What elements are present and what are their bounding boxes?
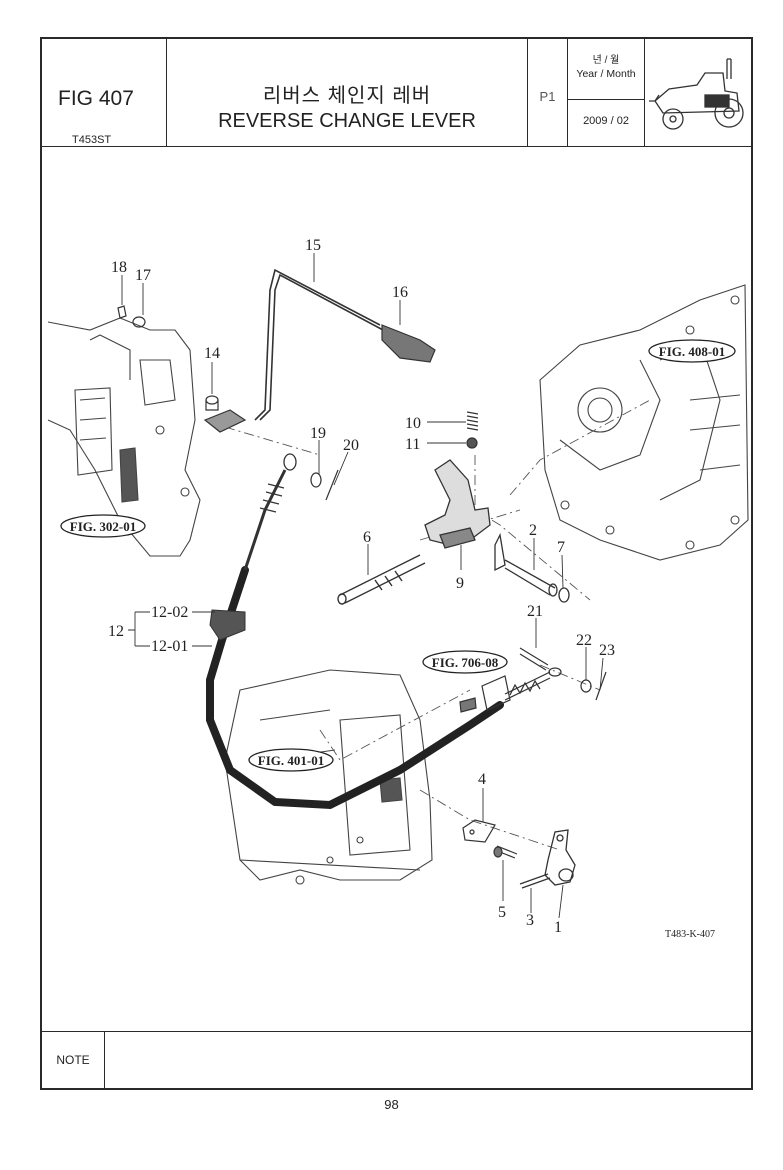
callout-7: 7 <box>557 539 565 556</box>
fig-ref-408-oval <box>648 339 736 363</box>
part-15-lever <box>254 268 384 421</box>
dashed-leaders <box>224 399 651 851</box>
callout-5: 5 <box>498 904 506 921</box>
callout-12-02: 12-02 <box>151 604 188 621</box>
callout-1: 1 <box>554 919 562 936</box>
page-code-cell: P1 <box>528 39 568 146</box>
parts-21-22-23 <box>519 647 607 701</box>
fig-ref-408[interactable]: FIG. 408-01 <box>659 344 725 359</box>
note-row: NOTE <box>42 1031 751 1088</box>
fig-number: FIG 407 <box>58 87 134 110</box>
callout-12: 12 <box>108 623 124 640</box>
figure-references <box>60 339 736 772</box>
part-6-shaft <box>337 554 426 605</box>
callout-12-01: 12-01 <box>151 638 188 655</box>
page-frame: FIG 407 T453ST 리버스 체인지 레버 REVERSE CHANGE… <box>40 37 753 1090</box>
date-cell: 년 / 월 Year / Month 2009 / 02 <box>568 39 645 146</box>
parts-19-20 <box>310 469 339 501</box>
callout-10: 10 <box>405 415 421 432</box>
lower-housing <box>224 669 433 885</box>
fig-ref-302[interactable]: FIG. 302-01 <box>70 519 136 534</box>
part-12-cable <box>206 453 504 810</box>
parts-2-7 <box>494 532 570 603</box>
parts-17-18 <box>117 305 146 328</box>
figure-reference-labels: FIG. 302-01 FIG. 408-01 FIG. 706-08 FIG.… <box>70 344 725 768</box>
date-label-korean: 년 / 월 <box>592 55 620 66</box>
callout-3: 3 <box>526 912 534 929</box>
parts-1-3 <box>519 829 576 889</box>
fig-cell: FIG 407 T453ST <box>42 39 167 146</box>
tractor-thumbnail-cell <box>645 39 753 146</box>
callout-17: 17 <box>135 267 151 284</box>
part-9-fork <box>424 459 491 549</box>
callout-15: 15 <box>305 237 321 254</box>
title-cell: 리버스 체인지 레버 REVERSE CHANGE LEVER <box>167 39 528 146</box>
fig-ref-706-oval <box>422 650 508 674</box>
callout-22: 22 <box>576 632 592 649</box>
fig-ref-706[interactable]: FIG. 706-08 <box>432 655 499 670</box>
callout-leaders <box>121 253 604 919</box>
page-number: 98 <box>384 1097 399 1112</box>
tractor-icon <box>649 58 744 130</box>
note-label: NOTE <box>42 1032 105 1088</box>
fig-ref-401[interactable]: FIG. 401-01 <box>258 753 324 768</box>
callout-6: 6 <box>363 529 371 546</box>
callout-19: 19 <box>310 425 326 442</box>
callout-9: 9 <box>456 575 464 592</box>
left-housing <box>47 317 201 557</box>
callout-numbers: 15 16 18 17 14 19 20 10 11 6 9 2 7 21 22… <box>108 237 615 936</box>
header-block: FIG 407 T453ST 리버스 체인지 레버 REVERSE CHANGE… <box>42 39 751 147</box>
right-housing <box>539 284 749 561</box>
title-korean: 리버스 체인지 레버 <box>262 85 432 107</box>
drawing-code: T483-K-407 <box>665 929 715 940</box>
date-label-english: Year / Month <box>576 68 636 80</box>
parts-4-5 <box>462 819 518 859</box>
fig-ref-302-oval <box>60 514 146 538</box>
part-16-knob <box>381 324 436 363</box>
title-english: REVERSE CHANGE LEVER <box>218 110 476 132</box>
callout-21: 21 <box>527 603 543 620</box>
callout-20: 20 <box>343 437 359 454</box>
callout-23: 23 <box>599 642 615 659</box>
callout-18: 18 <box>111 259 127 276</box>
page-code: P1 <box>539 89 556 104</box>
callout-14: 14 <box>204 345 220 362</box>
parts-10-11 <box>466 411 479 449</box>
fig-ref-401-oval <box>248 748 334 772</box>
cable-bracket <box>459 667 562 713</box>
callout-16: 16 <box>392 284 408 301</box>
callout-11: 11 <box>405 436 420 453</box>
date-value: 2009 / 02 <box>583 115 629 127</box>
callout-2: 2 <box>529 522 537 539</box>
model-code: T453ST <box>72 134 112 146</box>
callout-4: 4 <box>478 771 486 788</box>
part-14-pin <box>203 395 247 433</box>
